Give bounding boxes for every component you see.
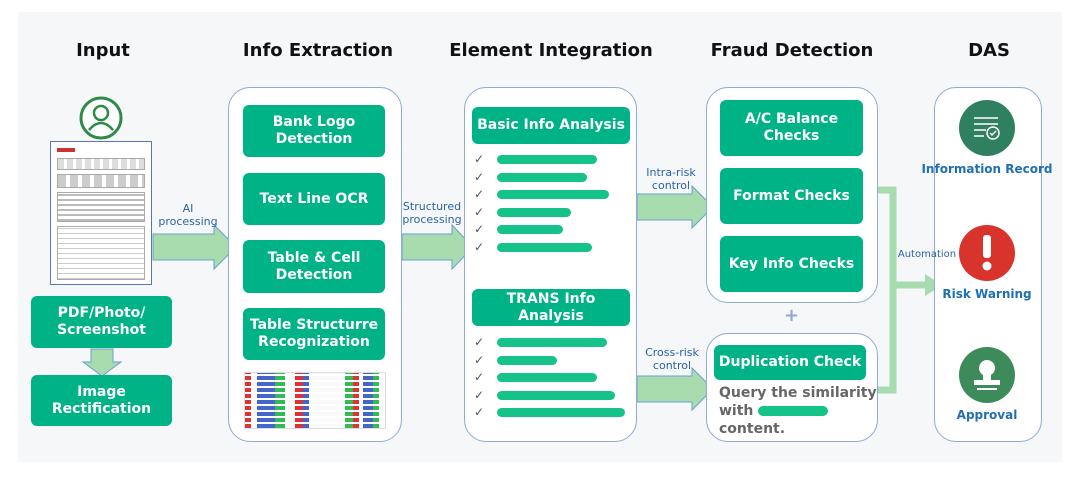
redacted-item bbox=[497, 207, 571, 217]
pdf-photo-screenshot-box: PDF/Photo/ Screenshot bbox=[31, 296, 172, 348]
check-mark-icon: ✓ bbox=[474, 352, 485, 367]
structured-arrow bbox=[401, 223, 474, 271]
redacted-item bbox=[497, 408, 625, 417]
basic-info-analysis-box: Basic Info Analysis bbox=[472, 107, 630, 144]
format-checks-box: Format Checks bbox=[720, 168, 863, 224]
redacted-item bbox=[497, 172, 587, 182]
check-mark-icon: ✓ bbox=[474, 222, 485, 236]
trans-info-analysis-box: TRANS Info Analysis bbox=[472, 289, 630, 326]
information-record-label: Information Record bbox=[921, 162, 1053, 176]
redacted-item bbox=[497, 373, 597, 382]
user-icon-head bbox=[92, 104, 110, 122]
check-mark-icon: ✓ bbox=[474, 335, 485, 349]
redacted-item bbox=[497, 190, 609, 199]
stamp-glyph bbox=[974, 360, 1000, 390]
dup-text-line-2: with bbox=[719, 402, 877, 420]
text-line-ocr-box: Text Line OCR bbox=[243, 173, 385, 225]
approval-label: Approval bbox=[956, 408, 1018, 422]
duplication-description: Query the similarity with content. bbox=[719, 384, 877, 438]
integration-panel bbox=[464, 87, 637, 442]
check-mark-icon: ✓ bbox=[474, 405, 485, 419]
document-check-glyph bbox=[974, 117, 1000, 140]
risk-warning-label: Risk Warning bbox=[942, 287, 1032, 301]
structured-processing-text: Structured processing bbox=[402, 200, 462, 226]
cross-risk-label: Cross-risk control bbox=[645, 346, 699, 372]
check-mark-icon: ✓ bbox=[474, 204, 485, 219]
exclamation-icon bbox=[959, 225, 1015, 281]
document-check-icon bbox=[959, 100, 1015, 156]
duplication-check-box: Duplication Check bbox=[714, 345, 866, 380]
ai-arrow bbox=[152, 223, 237, 271]
automation-arrowhead bbox=[925, 274, 942, 296]
check-mark-icon: ✓ bbox=[474, 187, 485, 201]
bank-logo-detection-box: Bank Logo Detection bbox=[243, 105, 385, 157]
table-structure-recognition-box: Table Structurre Recognization bbox=[243, 308, 385, 360]
table-detection-preview bbox=[244, 372, 386, 429]
header-integration: Element Integration bbox=[449, 40, 653, 61]
account-balance-checks-box: A/C Balance Checks bbox=[720, 100, 863, 156]
intra-risk-label: Intra-risk control bbox=[646, 166, 696, 192]
key-info-checks-box: Key Info Checks bbox=[720, 236, 863, 292]
header-input: Input bbox=[76, 40, 130, 61]
table-cell-detection-box: Table & Cell Detection bbox=[243, 240, 385, 293]
header-fraud: Fraud Detection bbox=[710, 40, 874, 61]
image-rectification-box: Image Rectification bbox=[31, 375, 172, 426]
check-mark-icon: ✓ bbox=[474, 169, 485, 184]
redacted-item bbox=[497, 225, 563, 234]
structured-processing-label: Structured processing bbox=[402, 200, 462, 226]
redacted-item bbox=[497, 242, 592, 252]
down-arrow bbox=[81, 348, 123, 377]
ai-processing-label: AI processing bbox=[158, 202, 218, 228]
dup-text-line-3: content. bbox=[719, 421, 786, 437]
redacted-item bbox=[497, 155, 597, 164]
check-mark-icon: ✓ bbox=[474, 152, 485, 166]
dup-text-line-1: Query the similarity bbox=[719, 385, 877, 401]
document-thumbnail bbox=[50, 141, 152, 285]
check-mark-icon: ✓ bbox=[474, 370, 485, 384]
exclamation-glyph bbox=[982, 235, 992, 271]
redacted-item bbox=[497, 355, 557, 365]
cross-arrow bbox=[636, 366, 714, 412]
user-icon-body bbox=[88, 121, 114, 131]
dup-text-with: with bbox=[719, 403, 754, 419]
header-extraction: Info Extraction bbox=[242, 40, 394, 61]
check-mark-icon: ✓ bbox=[474, 239, 485, 254]
check-mark-icon: ✓ bbox=[474, 387, 485, 402]
stamp-icon bbox=[959, 347, 1015, 403]
header-das: DAS bbox=[968, 40, 1010, 61]
intra-arrow bbox=[636, 184, 714, 230]
automation-bracket bbox=[878, 186, 897, 394]
plus-sign: + bbox=[784, 305, 800, 326]
user-icon bbox=[79, 96, 123, 140]
automation-label: Automation bbox=[897, 249, 957, 260]
redacted-text bbox=[758, 406, 829, 416]
redacted-item bbox=[497, 390, 615, 400]
redacted-item bbox=[497, 338, 607, 347]
